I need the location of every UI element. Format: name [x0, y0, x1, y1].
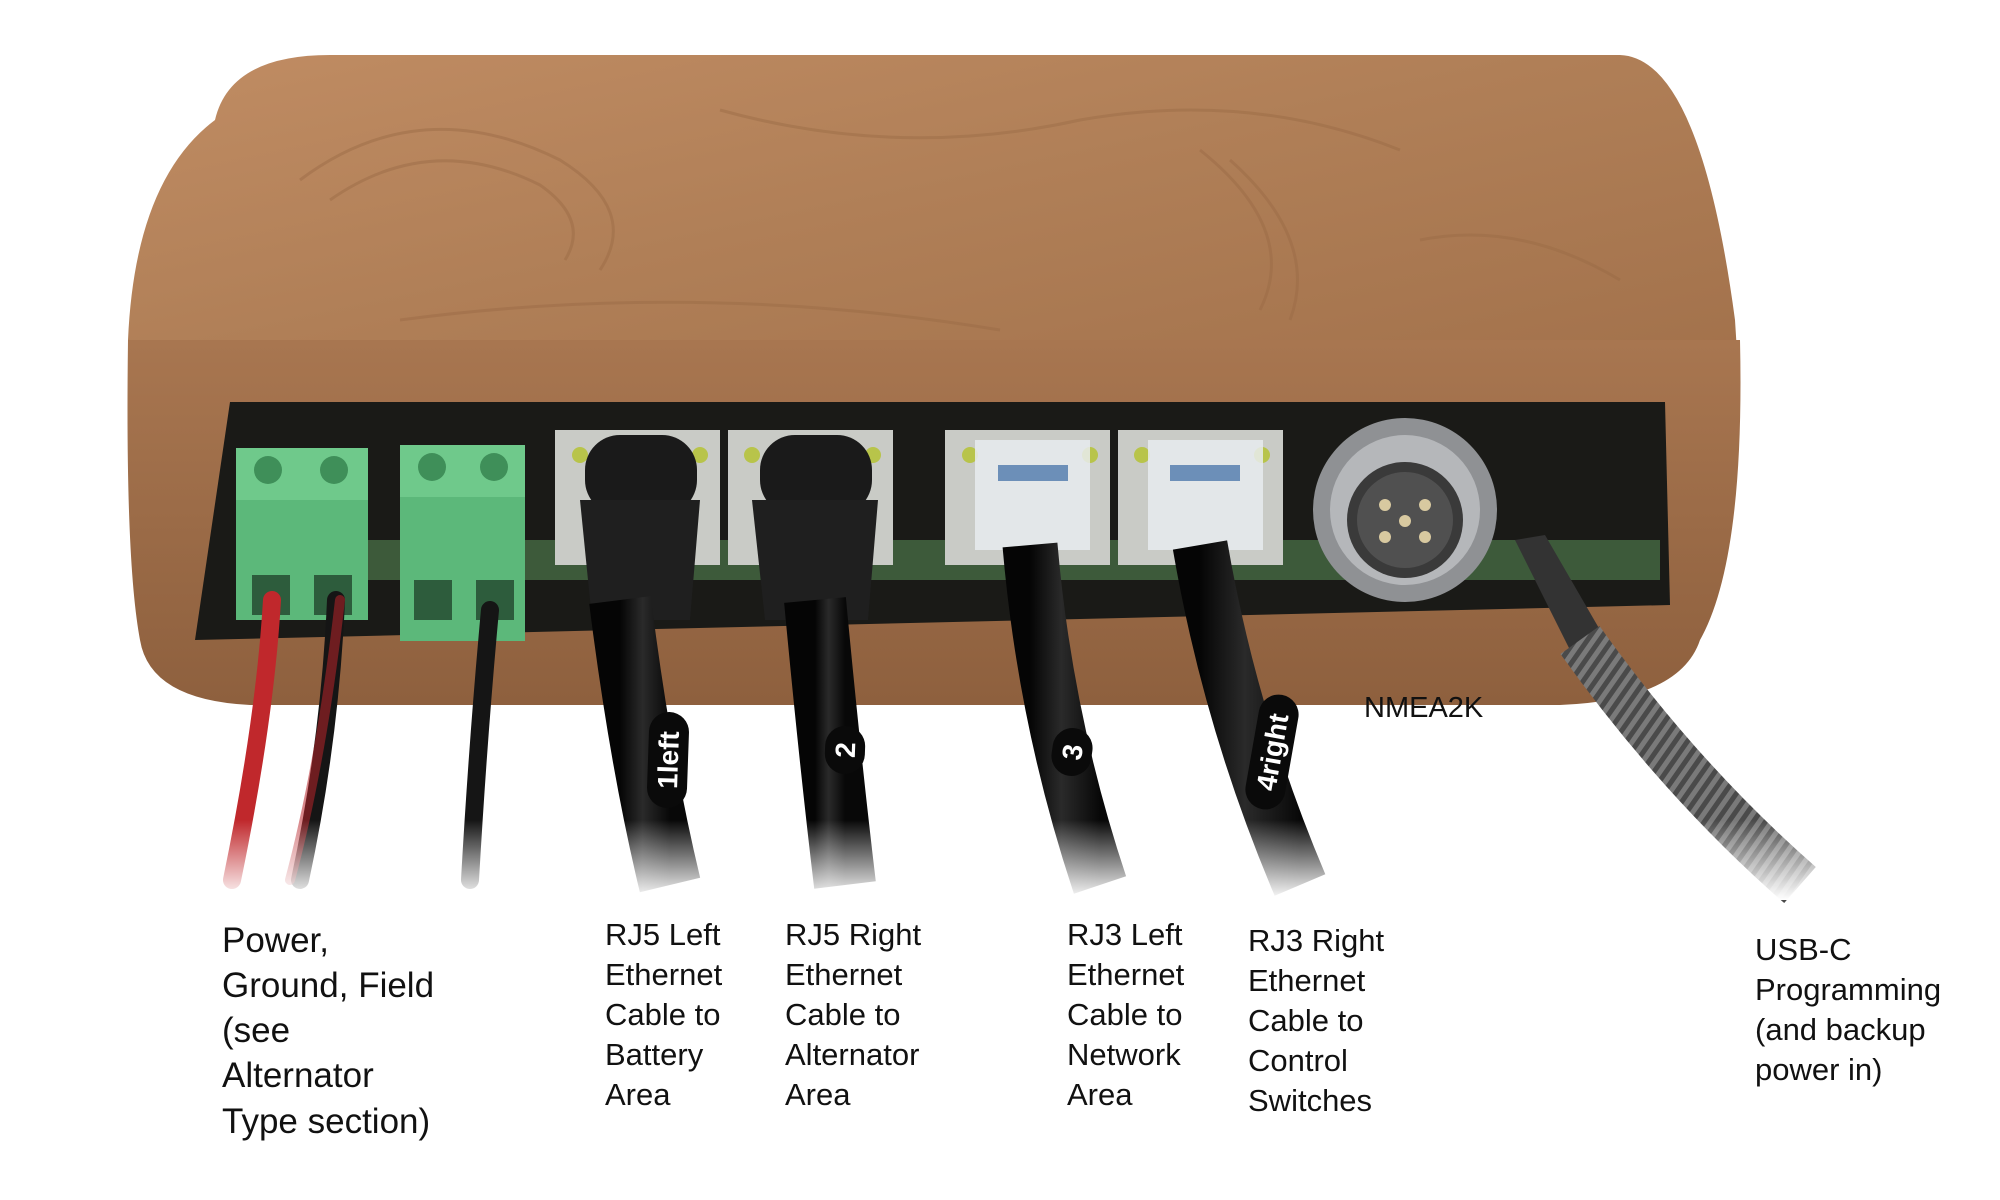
caption-power: Power, Ground, Field (see Alternator Typ…: [222, 921, 435, 1141]
jack-leds: [572, 447, 1270, 463]
nmea2k-label: NMEA2K: [1364, 692, 1484, 724]
cable-fade: [180, 820, 1880, 900]
cable-tag-4right: 4right: [1245, 694, 1299, 810]
caption-rj3-right: RJ3 Right Ethernet Cable to Control Swit…: [1248, 923, 1385, 1118]
caption-rj3-left: RJ3 Left Ethernet Cable to Network Area: [1067, 917, 1185, 1112]
caption-rj5-right: RJ5 Right Ethernet Cable to Alternator A…: [785, 917, 922, 1112]
caption-usb-c: USB-C Programming (and backup power in): [1755, 932, 1942, 1087]
terminal-block-left: [236, 448, 368, 620]
nmea2k-connector: [1313, 418, 1497, 602]
cable-tag-2: 2: [824, 726, 866, 774]
svg-text:2: 2: [830, 742, 862, 759]
cable-tag-3: 3: [1051, 728, 1093, 776]
cable-tag-1left: 1left: [647, 712, 689, 808]
svg-text:1left: 1left: [652, 731, 685, 790]
terminal-block-right: [400, 445, 525, 641]
wood-grain: [299, 108, 1621, 332]
svg-text:3: 3: [1056, 742, 1089, 762]
caption-rj5-left: RJ5 Left Ethernet Cable to Battery Area: [605, 917, 723, 1112]
enclosure-top: [128, 55, 1740, 400]
